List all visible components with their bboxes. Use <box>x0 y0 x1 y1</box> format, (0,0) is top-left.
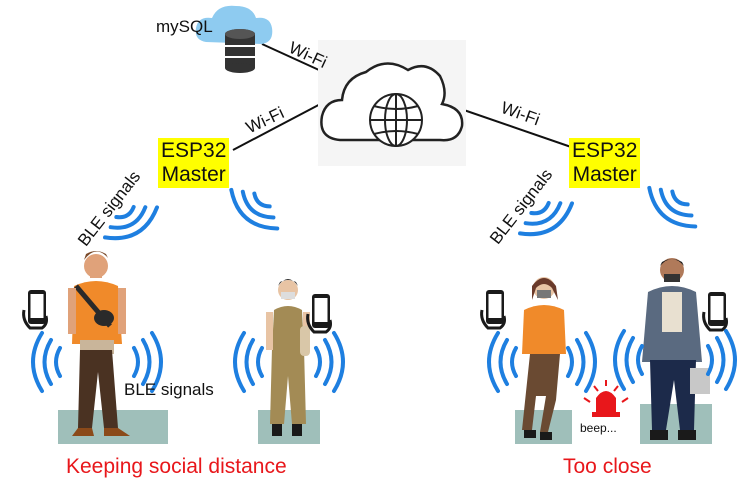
internet-globe-cloud-icon <box>318 40 466 166</box>
ble-waves-left-master-b <box>221 178 287 240</box>
person-woman-left <box>266 279 310 436</box>
ble-waves-right-master-b <box>639 176 705 238</box>
esp32-master-right: ESP32 Master <box>569 138 641 188</box>
esp32-master-right-line2: Master <box>572 163 637 186</box>
siren-icon <box>583 380 629 417</box>
person-man-right <box>642 258 710 440</box>
ble-waves-person4-left <box>613 329 644 391</box>
ble-waves-person1-left <box>31 331 62 393</box>
platform-left-2 <box>258 410 320 444</box>
esp32-master-left: ESP32 Master <box>158 138 230 188</box>
phone-icon-1 <box>22 288 48 330</box>
wifi-link-right-master <box>457 107 575 149</box>
alarm-label: beep... <box>580 421 617 435</box>
esp32-master-right-line1: ESP32 <box>572 139 638 162</box>
phone-icon-2 <box>306 292 332 334</box>
caption-too-close: Too close <box>563 455 652 478</box>
person-man-left <box>68 251 130 436</box>
wifi-link-left-master <box>232 99 329 151</box>
ble-label-people: BLE signals <box>124 380 214 399</box>
caption-keeping-distance: Keeping social distance <box>66 455 287 478</box>
ble-waves-person3-left <box>487 331 518 393</box>
phone-icon-4 <box>702 290 728 332</box>
ble-waves-person3-right <box>566 331 597 393</box>
ble-waves-person4-right <box>706 329 737 391</box>
ble-waves-person2-left <box>233 331 264 393</box>
esp32-master-left-line1: ESP32 <box>161 139 227 162</box>
mysql-label: mySQL <box>156 17 213 36</box>
person-woman-right <box>522 277 566 440</box>
ble-waves-person2-right <box>314 331 345 393</box>
esp32-master-left-line2: Master <box>161 163 226 186</box>
database-cloud-icon <box>195 5 273 73</box>
phone-icon-3 <box>480 288 506 330</box>
